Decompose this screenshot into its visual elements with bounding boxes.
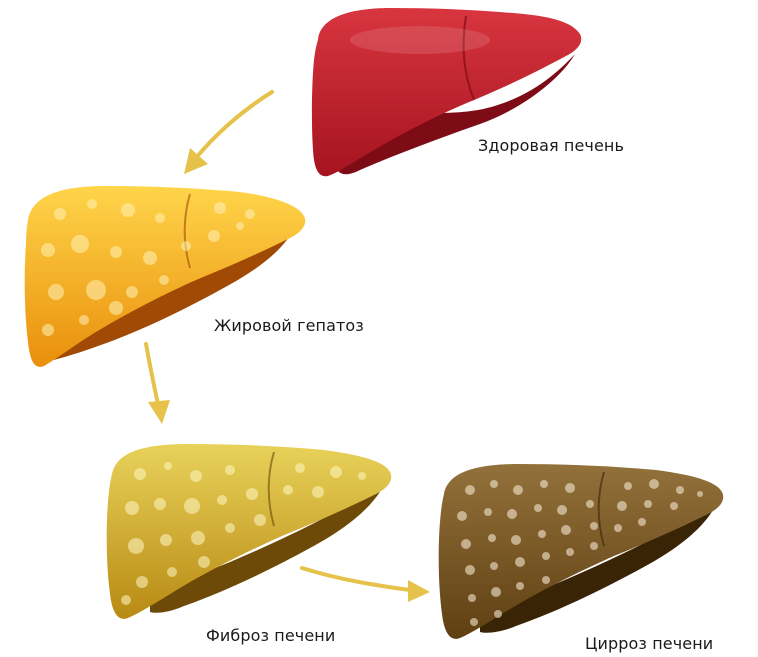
spot: [468, 594, 476, 602]
spot: [490, 562, 498, 570]
spot: [676, 486, 684, 494]
arrowhead-icon: [408, 580, 430, 602]
spot: [283, 485, 293, 495]
spot: [358, 472, 366, 480]
spot: [614, 524, 622, 532]
spot: [557, 505, 567, 515]
spot: [295, 463, 305, 473]
spot: [54, 208, 66, 220]
spot: [246, 488, 258, 500]
spot: [42, 324, 54, 336]
spot: [184, 498, 200, 514]
liver-fibrosis-body: [107, 444, 392, 619]
spot: [542, 552, 550, 560]
spot: [208, 230, 220, 242]
spot: [511, 535, 521, 545]
label-liver-fibrosis: Фиброз печени: [206, 626, 335, 645]
spot: [136, 576, 148, 588]
spot: [312, 486, 324, 498]
spot: [330, 466, 342, 478]
spot: [181, 241, 191, 251]
spot: [515, 557, 525, 567]
liver-healthy-highlight: [350, 26, 490, 54]
spot: [586, 500, 594, 508]
spot: [198, 556, 210, 568]
spot: [465, 485, 475, 495]
spot: [160, 534, 172, 546]
label-healthy-liver: Здоровая печень: [478, 136, 624, 155]
spot: [71, 235, 89, 253]
spot: [154, 498, 166, 510]
spot: [121, 203, 135, 217]
spot: [109, 301, 123, 315]
spot: [491, 587, 501, 597]
spot: [542, 576, 550, 584]
spot: [79, 315, 89, 325]
spot: [490, 480, 498, 488]
arrow-fibrosis-to-cirrhosis: [302, 568, 430, 602]
spot: [644, 500, 652, 508]
spot: [590, 542, 598, 550]
spot: [155, 213, 165, 223]
liver-fatty: [25, 186, 306, 367]
spot: [236, 222, 244, 230]
spot: [461, 539, 471, 549]
arrow-fatty-to-fibrosis: [146, 344, 170, 424]
spot: [488, 534, 496, 542]
spot: [670, 502, 678, 510]
arrowhead-icon: [184, 148, 208, 174]
spot: [191, 531, 205, 545]
spot: [87, 199, 97, 209]
spot: [110, 246, 122, 258]
spot: [254, 514, 266, 526]
spot: [457, 511, 467, 521]
liver-fibrosis: [107, 444, 392, 619]
label-fatty-liver: Жировой гепатоз: [214, 316, 364, 335]
spot: [540, 480, 548, 488]
spot: [534, 504, 542, 512]
spot: [86, 280, 106, 300]
spot: [225, 465, 235, 475]
spot: [697, 491, 703, 497]
spot: [617, 501, 627, 511]
spot: [649, 479, 659, 489]
spot: [125, 501, 139, 515]
spot: [143, 251, 157, 265]
spot: [190, 470, 202, 482]
spot: [214, 202, 226, 214]
spot: [484, 508, 492, 516]
liver-cirrhosis: [439, 464, 724, 639]
spot: [513, 485, 523, 495]
spot: [470, 618, 478, 626]
spot: [566, 548, 574, 556]
spot: [225, 523, 235, 533]
spot: [494, 610, 502, 618]
spot: [164, 462, 172, 470]
spot: [624, 482, 632, 490]
spot: [538, 530, 546, 538]
arrowhead-icon: [148, 400, 170, 424]
spot: [245, 209, 255, 219]
spot: [590, 522, 598, 530]
spot: [638, 518, 646, 526]
spot: [516, 582, 524, 590]
label-liver-cirrhosis: Цирроз печени: [585, 634, 713, 653]
spot: [507, 509, 517, 519]
spot: [167, 567, 177, 577]
spot: [565, 483, 575, 493]
spot: [128, 538, 144, 554]
spot: [217, 495, 227, 505]
spot: [561, 525, 571, 535]
spot: [41, 243, 55, 257]
arrow-healthy-to-fatty: [184, 92, 272, 174]
spot: [48, 284, 64, 300]
spot: [121, 595, 131, 605]
spot: [159, 275, 169, 285]
spot: [126, 286, 138, 298]
spot: [465, 565, 475, 575]
spot: [134, 468, 146, 480]
